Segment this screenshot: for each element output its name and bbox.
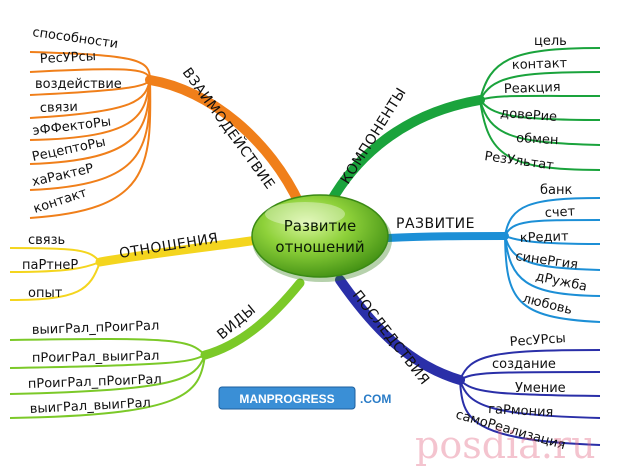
leaf-line: [504, 235, 601, 271]
leaf-line: [459, 379, 601, 419]
leaf-label: РесУРсы: [39, 49, 96, 67]
leaf-line: [479, 99, 601, 171]
leaf-line: [9, 354, 206, 369]
branch-razvitie: РАЗВИТИЕ банк счет кРедит синеРгия дРужб…: [384, 183, 601, 323]
watermark-text: posdia.ru: [415, 423, 596, 467]
leaf-line: [459, 349, 601, 381]
leaf-label: цель: [534, 34, 567, 49]
leaf-line: [479, 99, 601, 121]
leaf-line: [29, 68, 151, 81]
center-title-line1: Развитие: [284, 217, 357, 235]
leaf-line: [504, 235, 601, 323]
site-badge-box: [218, 386, 356, 410]
center-node: Развитие отношений: [251, 194, 392, 282]
branch-vzaimodeystvie: ВЗАИМОДЕЙСТВИЕ способности РесУРсы возде…: [29, 25, 305, 219]
leaf-label: контакт: [512, 56, 568, 73]
branch-label-razvitie: РАЗВИТИЕ: [396, 216, 475, 232]
leaf-label: пРоигРал_пРоигРал: [28, 372, 162, 392]
leaf-line: [504, 197, 601, 237]
branch-otnosheniya: ОТНОШЕНИЯ связь паРтнеР опыт: [9, 230, 263, 301]
leaf-label: синеРгия: [514, 249, 579, 273]
leaf-label: банк: [540, 183, 572, 198]
leaf-line: [9, 261, 101, 301]
branch-label-posledstviya: ПОСЛЕДСТВИЯ: [349, 288, 433, 389]
leaf-label: паРтнеР: [22, 258, 78, 273]
leaf-label: связь: [28, 233, 65, 248]
leaf-label: РесУРсы: [509, 331, 566, 350]
leaf-line: [29, 79, 152, 219]
leaf-line: [504, 235, 601, 245]
branch-label-otnosheniya: ОТНОШЕНИЯ: [118, 230, 219, 261]
branch-otnosheniya-trunk: [95, 235, 263, 267]
leaf-label: счет: [544, 204, 576, 221]
leaf-label: Умение: [515, 381, 566, 396]
leaf-line: [479, 94, 601, 101]
leaf-line: [29, 79, 151, 141]
branch-label-komponenty: КОМПОНЕНТЫ: [338, 85, 410, 187]
leaf-line: [479, 99, 601, 146]
leaf-label: воздействие: [35, 77, 122, 92]
leaf-label: Реакция: [504, 80, 561, 97]
site-badge-main: MANPROGRESS: [239, 392, 334, 406]
leaf-line: [479, 71, 601, 101]
leaf-label: пРоигРал_выигРал: [32, 349, 160, 366]
leaf-line: [29, 51, 151, 81]
leaf-line: [9, 354, 206, 395]
branch-vidy-trunk: [200, 278, 305, 360]
leaf-line: [9, 337, 206, 356]
center-ball: [251, 194, 389, 278]
leaf-label: способности: [31, 25, 119, 52]
leaf-line: [504, 219, 601, 237]
leaf-label: обмен: [516, 131, 559, 148]
leaf-line: [9, 247, 101, 263]
leaf-label: любовь: [521, 291, 574, 318]
leaf-label: довеРие: [500, 106, 558, 125]
leaf-line: [29, 79, 151, 96]
leaf-line: [504, 235, 601, 297]
branch-komponenty: КОМПОНЕНТЫ цель контакт Реакция довеРие …: [325, 34, 601, 208]
leaf-line: [459, 379, 601, 397]
leaf-label: создание: [492, 357, 556, 372]
leaf-label: хаРактеР: [31, 161, 96, 190]
site-badge-suffix: .COM: [360, 392, 391, 406]
branch-razvitie-trunk: [384, 232, 509, 242]
leaf-label: РезУльтат: [483, 149, 555, 174]
branch-label-vzaimodeystvie: ВЗАИМОДЕЙСТВИЕ: [179, 64, 280, 193]
leaf-line: [479, 47, 601, 101]
leaf-label: выигРал_пРоигРал: [32, 319, 160, 338]
branch-komponenty-trunk: [325, 95, 485, 208]
leaf-label: связи: [40, 100, 79, 116]
branch-posledstviya-trunk: [335, 275, 465, 385]
site-badge[interactable]: MANPROGRESS .COM: [218, 386, 391, 410]
leaf-label: кРедит: [520, 229, 570, 246]
leaf-line: [459, 371, 601, 381]
leaf-line: [459, 379, 601, 446]
leaf-label: опыт: [28, 286, 63, 301]
leaf-label: гаРмония: [488, 402, 554, 420]
leaf-label: выигРал_выигРал: [29, 396, 151, 417]
branch-vzaimodeystvie-trunk: [145, 75, 305, 210]
leaf-line: [9, 354, 206, 419]
center-title-line2: отношений: [275, 238, 364, 256]
leaf-label: дРужба: [534, 269, 588, 295]
leaf-line: [9, 261, 101, 273]
